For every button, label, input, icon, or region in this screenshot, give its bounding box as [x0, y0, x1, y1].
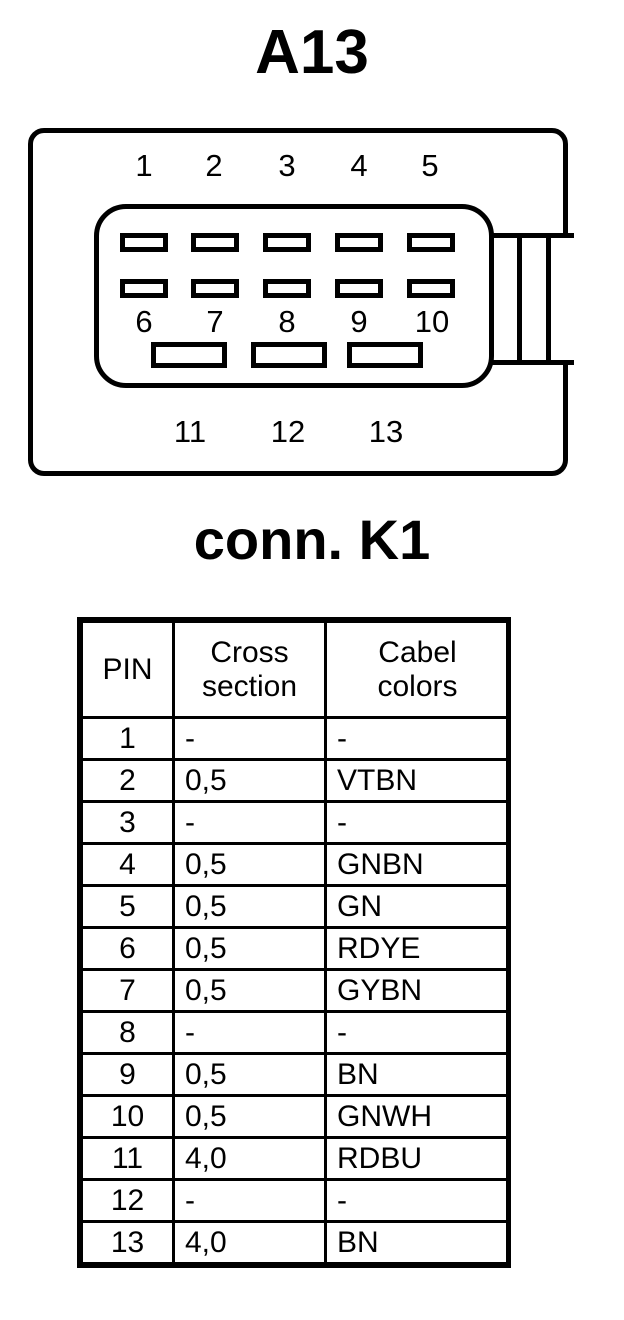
- cell-pin: 12: [80, 1178, 175, 1223]
- latch-divider-2: [546, 238, 551, 360]
- cell-cross-section: -: [172, 1010, 327, 1055]
- table-row: 3--: [80, 800, 511, 845]
- column-header-cross-line2: section: [201, 669, 298, 703]
- pin-number-label-12: 12: [270, 414, 306, 449]
- pin-number-label-1: 1: [135, 148, 153, 183]
- cell-cable-color: GN: [324, 884, 511, 929]
- latch-divider-1: [517, 238, 522, 360]
- pin-number-label-7: 7: [206, 304, 224, 339]
- cell-pin: 10: [80, 1094, 175, 1139]
- column-header-cable-colors: Cabel colors: [324, 620, 511, 719]
- pin-cavity-10: [407, 279, 455, 298]
- cell-pin: 9: [80, 1052, 175, 1097]
- table-header: PIN Cross section Cabel colors: [80, 620, 511, 719]
- pin-number-label-8: 8: [278, 304, 296, 339]
- pin-cavity-11: [151, 342, 227, 368]
- pin-cavity-2: [191, 233, 239, 252]
- cell-cable-color: GYBN: [324, 968, 511, 1013]
- table-row: 8--: [80, 1010, 511, 1055]
- pin-cavity-1: [120, 233, 168, 252]
- cell-cable-color: -: [324, 800, 511, 845]
- cell-pin: 5: [80, 884, 175, 929]
- pin-number-label-11: 11: [173, 414, 207, 449]
- column-header-color-line2: colors: [377, 669, 458, 703]
- cell-cable-color: -: [324, 716, 511, 761]
- pin-cavity-3: [263, 233, 311, 252]
- column-header-pin-text: PIN: [102, 652, 153, 686]
- cell-cable-color: VTBN: [324, 758, 511, 803]
- cell-pin: 11: [80, 1136, 175, 1181]
- cell-cable-color: -: [324, 1178, 511, 1223]
- pin-cavity-7: [191, 279, 239, 298]
- cell-cross-section: 0,5: [172, 884, 327, 929]
- cell-cross-section: 0,5: [172, 968, 327, 1013]
- cell-cable-color: GNWH: [324, 1094, 511, 1139]
- pin-cavity-8: [263, 279, 311, 298]
- cell-cross-section: -: [172, 1178, 327, 1223]
- pin-cavity-4: [335, 233, 383, 252]
- pin-number-label-6: 6: [135, 304, 153, 339]
- cell-pin: 6: [80, 926, 175, 971]
- pin-number-label-3: 3: [278, 148, 296, 183]
- cell-cross-section: -: [172, 800, 327, 845]
- cell-pin: 3: [80, 800, 175, 845]
- cell-pin: 1: [80, 716, 175, 761]
- table-row: 1--: [80, 716, 511, 761]
- cell-pin: 2: [80, 758, 175, 803]
- connector-latch-block: [486, 233, 574, 365]
- cell-cross-section: -: [172, 716, 327, 761]
- cell-pin: 8: [80, 1010, 175, 1055]
- cell-cable-color: BN: [324, 1220, 511, 1265]
- cell-cross-section: 0,5: [172, 1052, 327, 1097]
- cell-pin: 4: [80, 842, 175, 887]
- pin-cavity-5: [407, 233, 455, 252]
- pin-number-label-4: 4: [350, 148, 368, 183]
- cell-cross-section: 0,5: [172, 1094, 327, 1139]
- cell-pin: 7: [80, 968, 175, 1013]
- cell-cross-section: 0,5: [172, 758, 327, 803]
- column-header-pin: PIN: [80, 620, 175, 719]
- cell-cross-section: 4,0: [172, 1136, 327, 1181]
- cell-cross-section: 0,5: [172, 842, 327, 887]
- cell-cross-section: 4,0: [172, 1220, 327, 1265]
- pin-number-label-2: 2: [205, 148, 223, 183]
- pin-cavity-9: [335, 279, 383, 298]
- page-title: A13: [255, 18, 369, 87]
- pin-number-label-10: 10: [414, 304, 450, 339]
- pin-number-label-5: 5: [421, 148, 439, 183]
- pin-number-label-9: 9: [350, 304, 368, 339]
- column-header-color-line1: Cabel: [378, 635, 457, 669]
- cell-cable-color: RDBU: [324, 1136, 511, 1181]
- cell-pin: 13: [80, 1220, 175, 1265]
- table-header-row: PIN Cross section Cabel colors: [80, 620, 511, 719]
- cell-cable-color: GNBN: [324, 842, 511, 887]
- column-header-cross-line1: Cross: [210, 635, 289, 669]
- cell-cable-color: BN: [324, 1052, 511, 1097]
- pin-cavity-13: [347, 342, 423, 368]
- connector-diagram: 1 2 3 4 5 6 7 8 9 10 11 12 13: [28, 128, 574, 478]
- cell-cable-color: -: [324, 1010, 511, 1055]
- pin-cavity-12: [251, 342, 327, 368]
- cell-cable-color: RDYE: [324, 926, 511, 971]
- pin-cavity-6: [120, 279, 168, 298]
- connector-name-title: conn. K1: [193, 508, 431, 571]
- column-header-cross-section: Cross section: [172, 620, 327, 719]
- pin-number-label-13: 13: [368, 414, 404, 449]
- cell-cross-section: 0,5: [172, 926, 327, 971]
- table-row: 12--: [80, 1178, 511, 1223]
